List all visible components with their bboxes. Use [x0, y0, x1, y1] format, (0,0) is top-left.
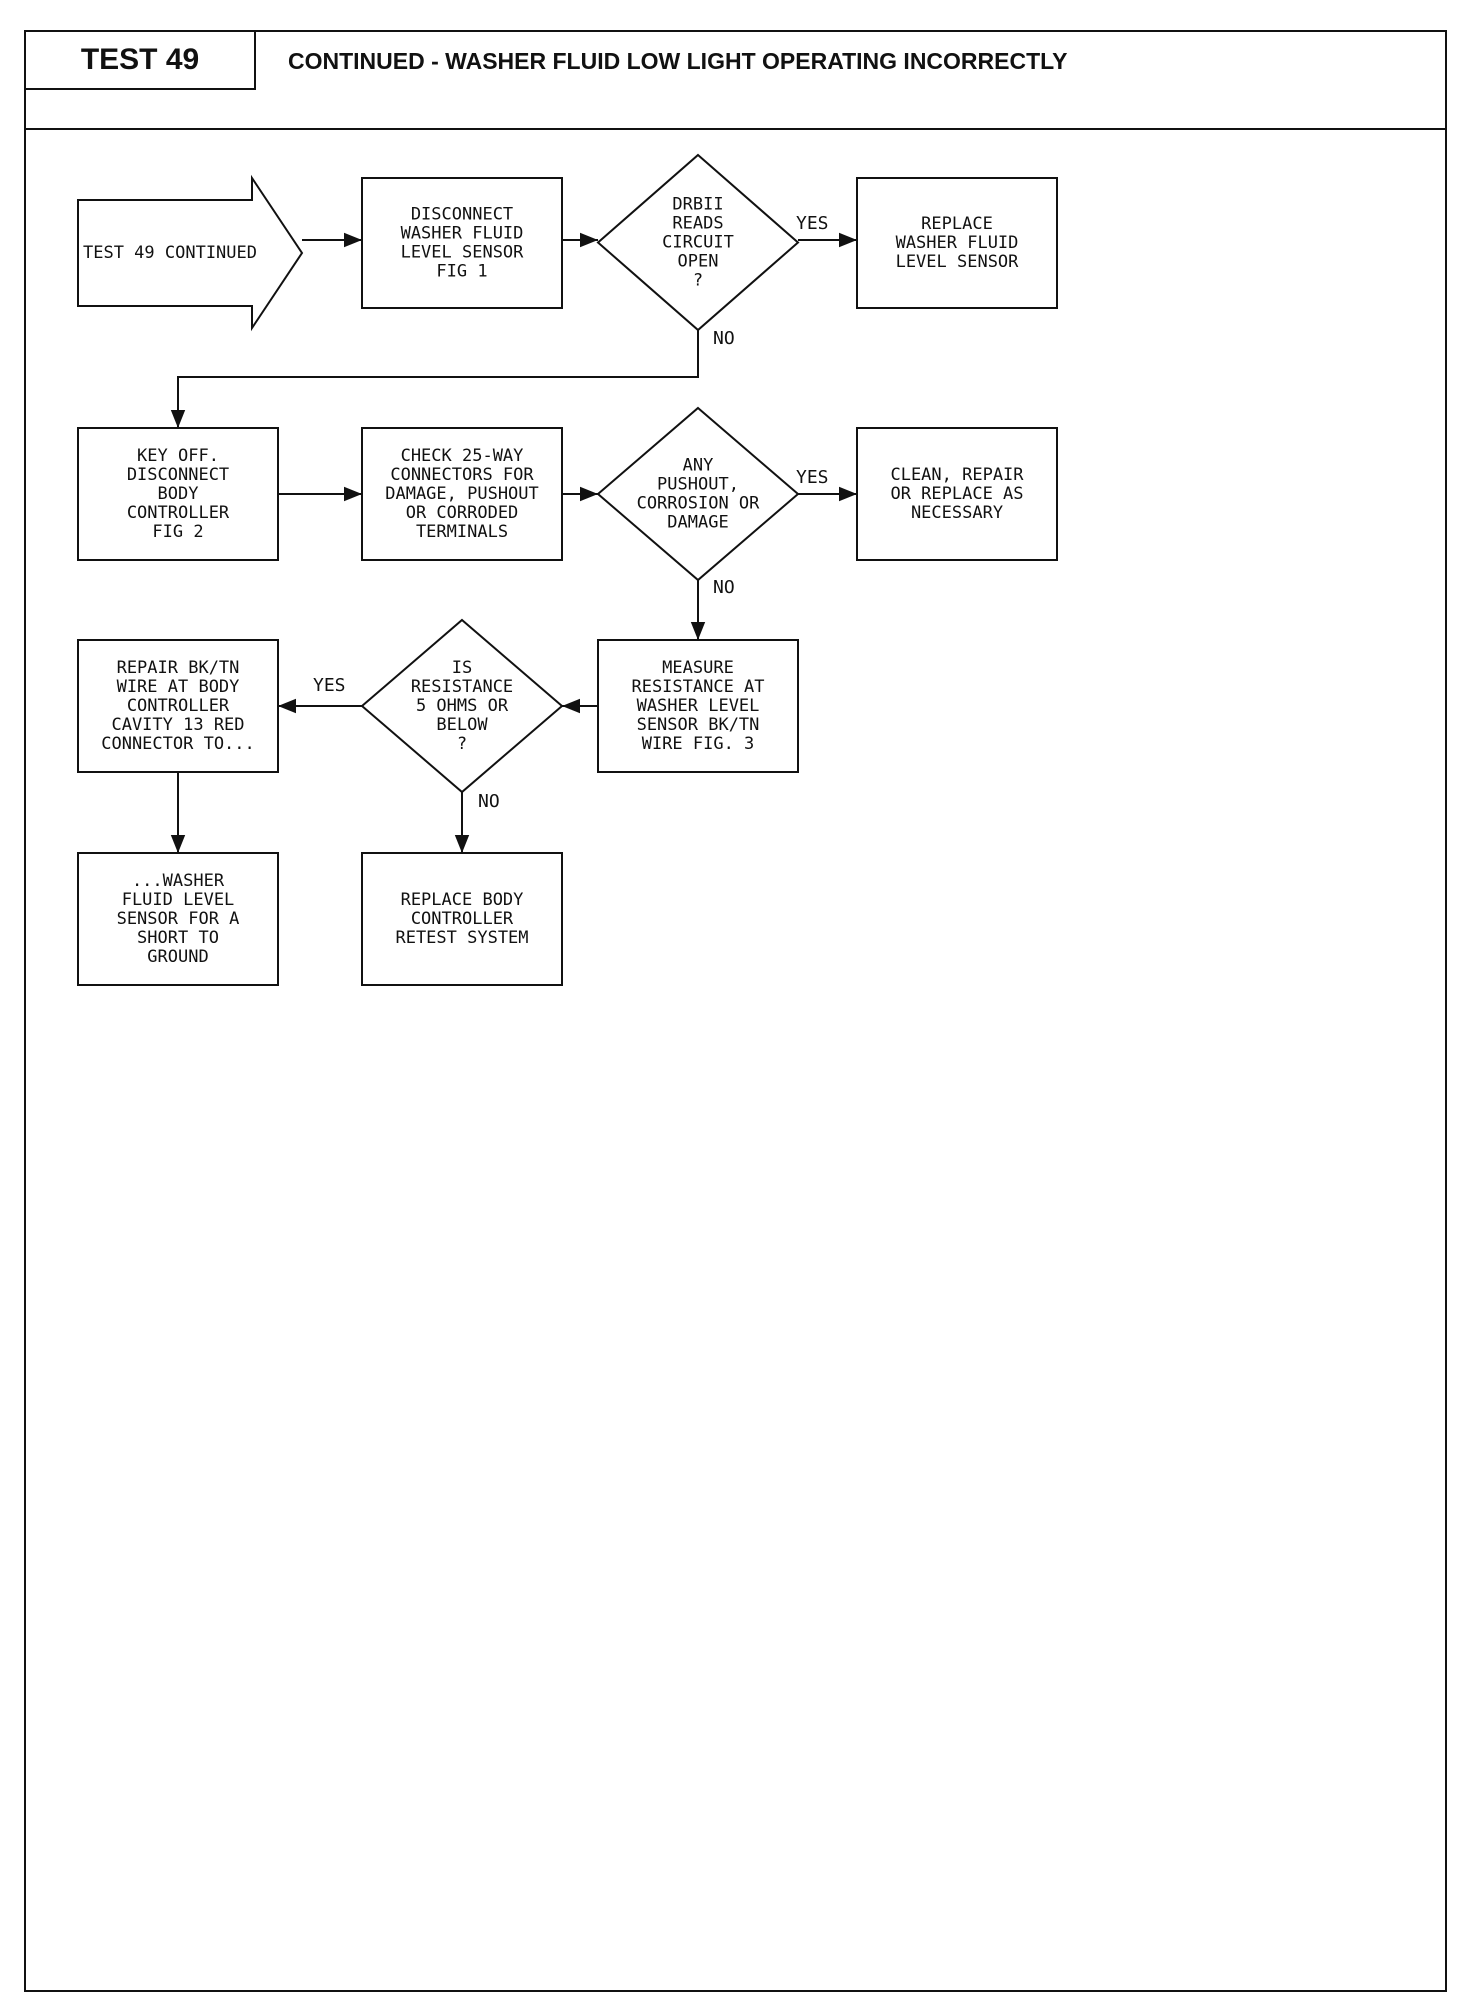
node-text-line: LEVEL SENSOR — [401, 243, 525, 263]
node-text-line: CIRCUIT — [662, 233, 734, 253]
node-text-line: DISCONNECT — [127, 465, 229, 485]
page-frame: TEST 49 CONTINUED - WASHER FLUID LOW LIG… — [24, 30, 1447, 1992]
edge-label: NO — [478, 791, 500, 812]
node-text-line: DISCONNECT — [411, 205, 513, 225]
node-text-line: DRBII — [672, 195, 723, 215]
node-text-line: WASHER LEVEL — [637, 696, 760, 716]
edge-label: YES — [313, 675, 346, 696]
node-text-line: CONNECTOR TO... — [101, 734, 255, 754]
process-box — [856, 177, 1058, 309]
edge-is-resistance-to-repair-wire: YES — [278, 675, 362, 714]
node-text-line: CONNECTORS FOR — [390, 465, 534, 485]
node-text-line: REPAIR BK/TN — [117, 658, 240, 678]
node-text-line: CORROSION OR — [637, 494, 761, 514]
process-box — [77, 639, 279, 773]
node-text-line: OR REPLACE AS — [890, 484, 1023, 504]
node-text-line: TEST 49 CONTINUED — [83, 243, 257, 263]
node-text-line: CAVITY 13 RED — [111, 715, 244, 735]
edge-is-resistance-to-replace-controller: NO — [454, 791, 500, 853]
node-text-line: CLEAN, REPAIR — [890, 465, 1024, 485]
node-text-line: WIRE AT BODY — [117, 677, 240, 697]
process-box — [77, 427, 279, 561]
edge-label: NO — [713, 577, 735, 598]
node-text-line: CHECK 25-WAY — [401, 446, 524, 466]
node-text-line: PUSHOUT, — [657, 475, 739, 495]
decision-diamond — [596, 406, 800, 582]
node-text-line: ANY — [683, 456, 714, 476]
process-box — [361, 852, 563, 986]
node-text-line: WIRE FIG. 3 — [642, 734, 755, 754]
node-start: TEST 49 CONTINUED — [77, 174, 304, 332]
node-text-line: ...WASHER — [132, 871, 225, 891]
edge-any-pushout-to-measure-resistance: NO — [690, 577, 735, 640]
node-text-line: RESISTANCE — [411, 677, 513, 697]
node-text-line: FIG 1 — [436, 262, 487, 282]
node-text-line: NECESSARY — [911, 503, 1003, 523]
process-box — [361, 427, 563, 561]
node-text-line: SHORT TO — [137, 928, 219, 948]
node-text-line: REPLACE — [921, 214, 993, 234]
decision-diamond — [596, 153, 800, 332]
node-text-line: CONTROLLER — [411, 909, 514, 929]
node-text-line: FLUID LEVEL — [122, 890, 235, 910]
node-text-line: REPLACE BODY — [401, 890, 524, 910]
edge-label: YES — [796, 467, 829, 488]
node-text-line: CONTROLLER — [127, 696, 230, 716]
node-text-line: TERMINALS — [416, 522, 508, 542]
node-text-line: MEASURE — [662, 658, 734, 678]
edge-drbii-open-to-replace-sensor: YES — [796, 213, 857, 248]
process-box — [361, 177, 563, 309]
node-text-line: SENSOR BK/TN — [637, 715, 760, 735]
node-text-line: CONTROLLER — [127, 503, 230, 523]
node-text-line: READS — [672, 214, 723, 234]
process-box — [77, 852, 279, 986]
node-text-line: RESISTANCE AT — [631, 677, 764, 697]
header: TEST 49 CONTINUED - WASHER FLUID LOW LIG… — [26, 32, 1445, 130]
node-text-line: RETEST SYSTEM — [395, 928, 528, 948]
node-text-line: BODY — [158, 484, 199, 504]
node-text-line: OR CORRODED — [406, 503, 519, 523]
node-text-line: DAMAGE, PUSHOUT — [385, 484, 539, 504]
process-box — [597, 639, 799, 773]
edge-label: YES — [796, 213, 829, 234]
node-text-line: KEY OFF. — [137, 446, 219, 466]
node-text-line: OPEN — [678, 252, 719, 272]
node-text-line: BELOW — [436, 715, 488, 735]
node-text-line: DAMAGE — [667, 513, 728, 533]
test-number: TEST 49 — [26, 32, 256, 90]
connector-arrow — [170, 330, 699, 428]
node-text-line: ? — [693, 271, 703, 291]
decision-diamond — [360, 618, 564, 794]
start-arrow — [77, 174, 304, 332]
edge-any-pushout-to-clean-repair: YES — [796, 467, 857, 502]
node-text-line: ? — [457, 734, 467, 754]
node-text-line: WASHER FLUID — [401, 224, 524, 244]
node-text-line: GROUND — [147, 947, 208, 967]
node-text-line: FIG 2 — [152, 522, 203, 542]
node-text-line: 5 OHMS OR — [416, 696, 509, 716]
process-box — [856, 427, 1058, 561]
test-title: CONTINUED - WASHER FLUID LOW LIGHT OPERA… — [288, 47, 1068, 74]
node-text-line: WASHER FLUID — [896, 233, 1019, 253]
edge-drbii-open-to-key-off: NO — [170, 328, 735, 428]
node-text-line: LEVEL SENSOR — [896, 252, 1020, 272]
edge-label: NO — [713, 328, 735, 349]
node-text-line: IS — [452, 658, 472, 678]
node-text-line: SENSOR FOR A — [117, 909, 240, 929]
